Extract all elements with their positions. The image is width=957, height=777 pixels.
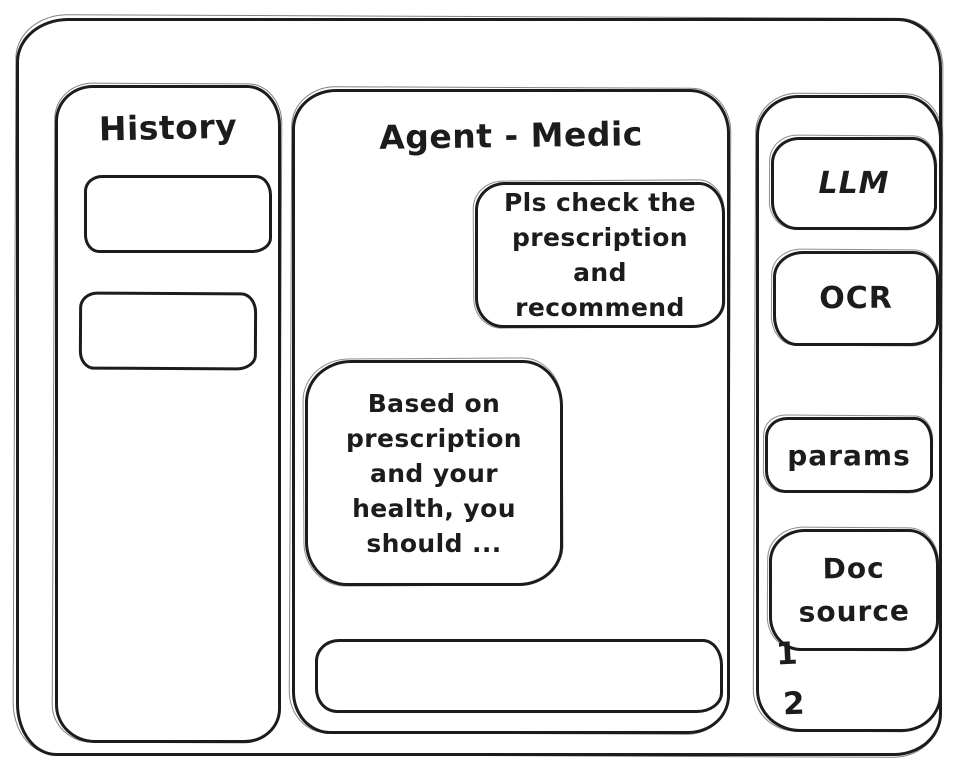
params-button[interactable]: params bbox=[765, 417, 933, 493]
user-message-bubble: Pls check the prescription and recommend bbox=[475, 182, 725, 328]
assistant-message-bubble: Based on prescription and your health, y… bbox=[305, 360, 563, 586]
doc-source-button-label: Doc source bbox=[798, 551, 911, 629]
user-message-text: Pls check the prescription and recommend bbox=[503, 188, 697, 322]
assistant-message-text: Based on prescription and your health, y… bbox=[346, 388, 522, 558]
chat-title: Agent - Medic bbox=[378, 114, 644, 157]
tools-sidebar: LLM OCR params Doc source 1 2 bbox=[756, 95, 942, 732]
doc-source-item-2[interactable]: 2 bbox=[782, 685, 806, 723]
doc-source-button[interactable]: Doc source bbox=[769, 529, 939, 651]
history-sidebar: History bbox=[55, 85, 281, 743]
chat-panel: Agent - Medic Pls check the prescription… bbox=[292, 89, 730, 734]
ocr-button-label: OCR bbox=[819, 281, 893, 316]
app-window: History Agent - Medic Pls check the pres… bbox=[16, 18, 942, 756]
doc-source-item-1[interactable]: 1 bbox=[775, 635, 800, 673]
llm-button-label: LLM bbox=[818, 166, 890, 201]
ocr-button[interactable]: OCR bbox=[773, 251, 939, 346]
llm-button[interactable]: LLM bbox=[771, 137, 937, 230]
message-input[interactable] bbox=[318, 642, 720, 710]
history-title: History bbox=[98, 106, 238, 149]
message-input-bar[interactable] bbox=[315, 639, 723, 713]
history-item[interactable] bbox=[78, 291, 258, 371]
params-button-label: params bbox=[787, 438, 911, 472]
history-item[interactable] bbox=[84, 175, 272, 253]
